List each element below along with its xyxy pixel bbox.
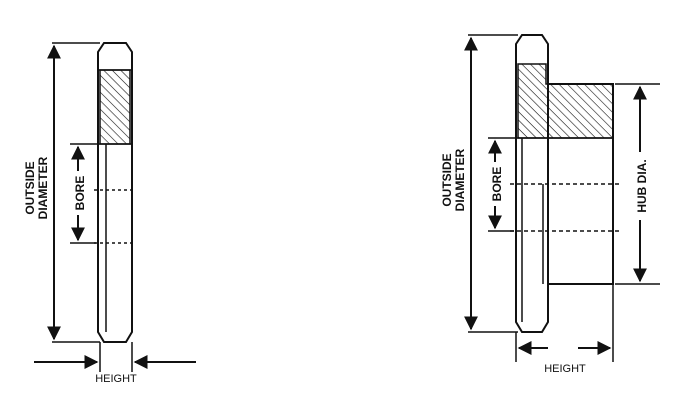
- plain-sprocket-outline: [97, 42, 133, 343]
- left-outside-label-2: DIAMETER: [36, 156, 50, 219]
- plain-sprocket-hatch: [99, 69, 131, 145]
- hub-sprocket-hatch: [517, 63, 614, 139]
- right-outside-label-2: DIAMETER: [453, 148, 467, 211]
- left-bore-label: BORE: [73, 176, 87, 211]
- right-height-label: HEIGHT: [544, 363, 586, 375]
- plain-sprocket-drawing: OUTSIDE DIAMETER BORE HEIGHT: [23, 42, 196, 385]
- hub-sprocket-drawing: OUTSIDE DIAMETER BORE HUB DIA. HEIGHT: [440, 34, 660, 375]
- hub-sprocket-plate: [515, 34, 549, 333]
- left-height-label: HEIGHT: [95, 373, 137, 385]
- hub-dia-label: HUB DIA.: [635, 159, 649, 212]
- right-bore-label: BORE: [490, 167, 504, 202]
- left-outside-label-1: OUTSIDE: [23, 161, 37, 214]
- right-outside-label-1: OUTSIDE: [440, 153, 454, 206]
